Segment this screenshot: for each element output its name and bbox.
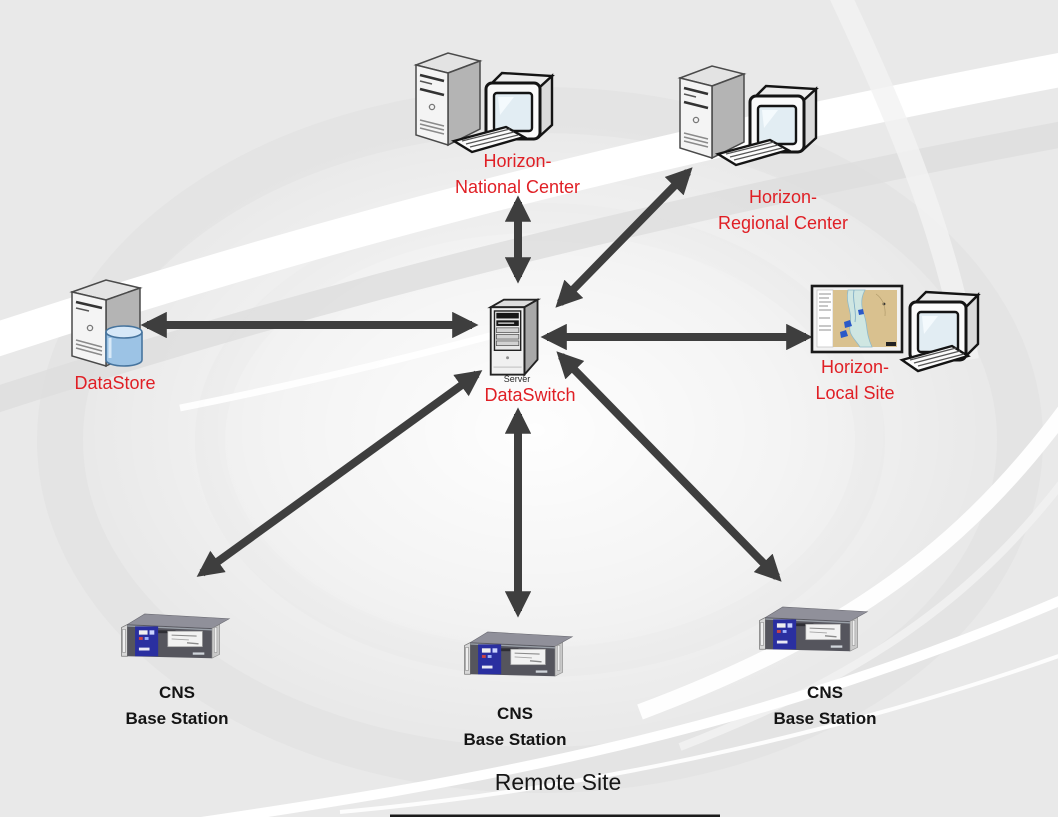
rack-unit-icon: [121, 613, 231, 659]
crt-monitor-icon: [908, 290, 981, 362]
keyboard-icon: [899, 344, 971, 373]
crt-monitor-icon: [484, 71, 555, 141]
rack-unit-icon: [759, 606, 869, 652]
server-icon: [487, 298, 542, 378]
label-local-site: Horizon- Local Site: [815, 357, 895, 403]
database-icon: [105, 325, 143, 367]
computer-tower-icon: [413, 52, 483, 147]
node-national-center: [402, 45, 562, 160]
workstation-icon: [677, 65, 819, 167]
connection-dataswitch-regional: [555, 167, 693, 308]
node-cns-base-station-3: [750, 601, 875, 661]
label-cns-base-station-3: CNS Base Station: [773, 683, 877, 728]
connection-dataswitch-cns1: [196, 370, 483, 577]
label-dataswitch: DataSwitch: [484, 385, 576, 405]
keyboard-icon: [714, 138, 792, 167]
diagram-title: Remote Site: [494, 769, 622, 795]
computer-tower-icon: [677, 65, 747, 160]
label-national-center: Horizon- National Center: [454, 151, 581, 197]
crt-monitor-icon: [748, 84, 819, 154]
rack-unit-icon: [464, 631, 574, 677]
label-datastore: DataStore: [74, 373, 156, 393]
connection-dataswitch-cns3: [556, 351, 782, 582]
node-cns-base-station-1: [112, 608, 237, 668]
node-dataswitch: [486, 296, 546, 384]
map-display-icon: [810, 284, 904, 354]
label-cns-base-station-1: CNS Base Station: [125, 683, 229, 728]
label-regional-center: Horizon- Regional Center: [717, 187, 849, 233]
workstation-icon: [413, 52, 555, 154]
node-cns-base-station-2: [455, 626, 580, 686]
node-regional-center: [666, 58, 826, 173]
local-site-icon: [810, 284, 981, 373]
datastore-icon: [69, 279, 143, 368]
label-server-caption: Server: [503, 374, 531, 384]
label-cns-base-station-2: CNS Base Station: [463, 704, 567, 749]
keyboard-icon: [450, 125, 528, 154]
node-datastore: [56, 270, 171, 375]
node-local-site: [810, 280, 995, 390]
